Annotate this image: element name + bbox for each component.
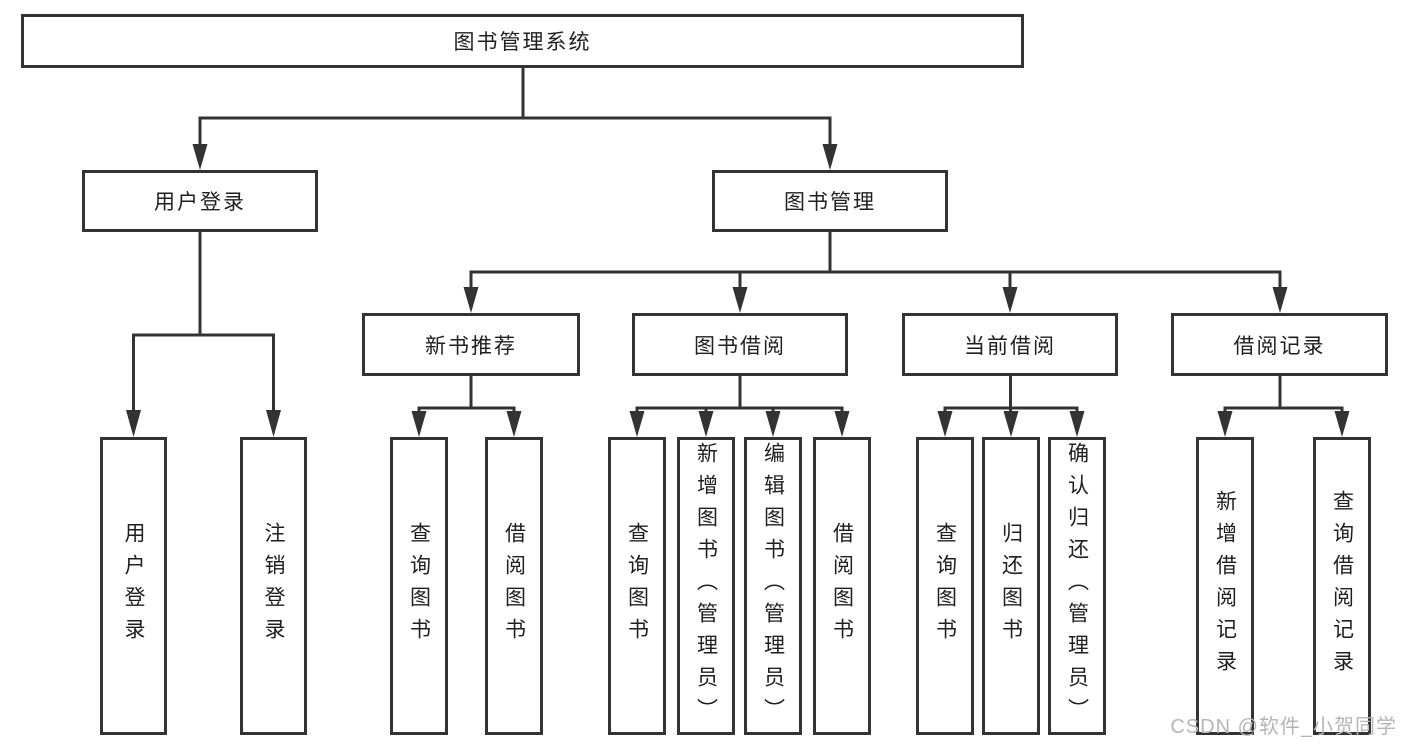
leaf-return-books: 归还图书: [982, 437, 1040, 735]
leaf-add-borrow-record: 新增借阅记录: [1196, 437, 1254, 735]
leaf-user-login-label: 用户登录: [122, 522, 146, 650]
csdn-watermark: CSDN @软件_小贺同学: [1170, 716, 1397, 738]
node-book-management: 图书管理: [712, 170, 948, 232]
node-current-borrowing: 当前借阅: [902, 313, 1118, 376]
leaf-query-books-recommend-label: 查询图书: [407, 522, 431, 650]
leaf-borrow-books-borrowing-label: 借阅图书: [830, 522, 854, 650]
connector-user-login-branch: [132, 232, 275, 414]
leaf-confirm-return-admin: 确认归还（管理员）: [1048, 437, 1106, 735]
leaf-edit-book-admin: 编辑图书（管理员）: [744, 437, 802, 735]
leaf-query-borrow-record-label: 查询借阅记录: [1330, 490, 1354, 682]
leaf-add-book-admin: 新增图书（管理员）: [677, 437, 735, 735]
leaf-borrow-books-borrowing: 借阅图书: [813, 437, 871, 735]
connector-book-borrowing-branch: [635, 376, 844, 416]
connector-current-borrowing-branch: [943, 376, 1079, 416]
connector-borrowing-records-branch: [1223, 376, 1344, 416]
leaf-user-login: 用户登录: [100, 437, 167, 735]
leaf-return-books-label: 归还图书: [999, 522, 1023, 650]
leaf-query-books-current: 查询图书: [916, 437, 974, 735]
leaf-logout: 注销登录: [240, 437, 307, 735]
leaf-edit-book-admin-label: 编辑图书（管理员）: [761, 442, 785, 730]
node-borrowing-records: 借阅记录: [1171, 313, 1388, 376]
leaf-borrow-books-recommend-label: 借阅图书: [502, 522, 526, 650]
node-user-login: 用户登录: [82, 170, 318, 232]
leaf-query-books-borrowing: 查询图书: [608, 437, 666, 735]
leaf-add-borrow-record-label: 新增借阅记录: [1213, 490, 1237, 682]
leaf-logout-label: 注销登录: [262, 522, 286, 650]
leaf-query-borrow-record: 查询借阅记录: [1313, 437, 1371, 735]
leaf-add-book-admin-label: 新增图书（管理员）: [694, 442, 718, 730]
connector-root-to-level2: [198, 68, 832, 148]
leaf-borrow-books-recommend: 借阅图书: [485, 437, 543, 735]
node-new-book-recommendation: 新书推荐: [362, 313, 580, 376]
connector-new-book-branch: [417, 376, 516, 416]
leaf-confirm-return-admin-label: 确认归还（管理员）: [1065, 442, 1089, 730]
node-book-borrowing: 图书借阅: [632, 313, 848, 376]
leaf-query-books-recommend: 查询图书: [390, 437, 448, 735]
connector-book-management-branch: [469, 232, 1282, 291]
node-library-management-system: 图书管理系统: [21, 14, 1024, 68]
leaf-query-books-current-label: 查询图书: [933, 522, 957, 650]
leaf-query-books-borrowing-label: 查询图书: [625, 522, 649, 650]
